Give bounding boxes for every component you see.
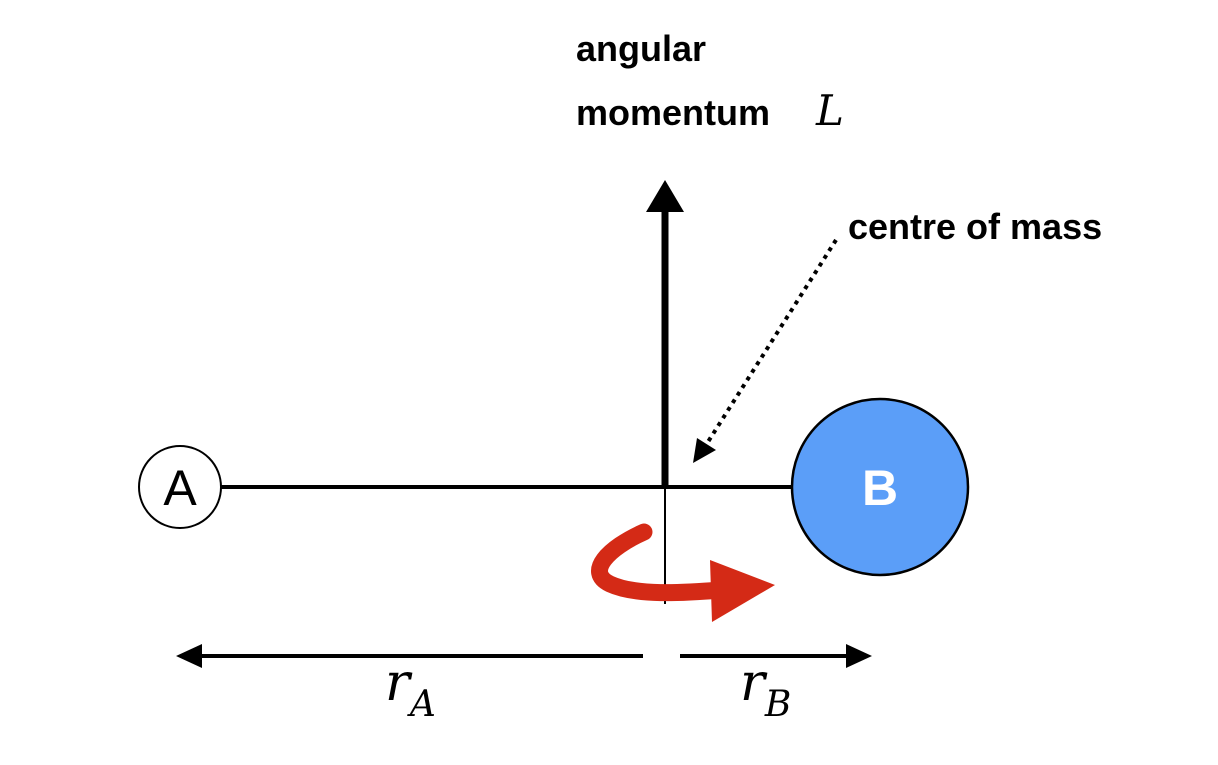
r-a-label-subscript: A [407, 684, 436, 725]
rotation-arrow-head [710, 560, 775, 622]
angular-momentum-symbol: L [815, 86, 844, 135]
centre-of-mass-pointer [704, 238, 838, 447]
angular-momentum-label-line1: angular [576, 28, 706, 69]
angular-momentum-label-line2: momentum [576, 92, 770, 133]
r-b-label-main: r [740, 653, 768, 713]
r-a-label: rA [385, 653, 436, 725]
body-a-label: A [163, 460, 197, 516]
body-a [138, 445, 222, 529]
centre-of-mass-label: centre of mass [848, 206, 1102, 247]
r-b-label-subscript: B [764, 684, 791, 725]
angular-momentum-arrow-head [646, 180, 684, 212]
r-a-arrow-head [176, 644, 202, 668]
r-b-label: rB [740, 653, 791, 725]
centre-of-mass-pointer-head [693, 438, 716, 463]
body-b-label: B [862, 460, 898, 516]
r-b-arrow-head [846, 644, 872, 668]
r-a-label-main: r [385, 653, 413, 713]
rotation-arrow-body [591, 523, 731, 602]
body-b [790, 397, 970, 577]
